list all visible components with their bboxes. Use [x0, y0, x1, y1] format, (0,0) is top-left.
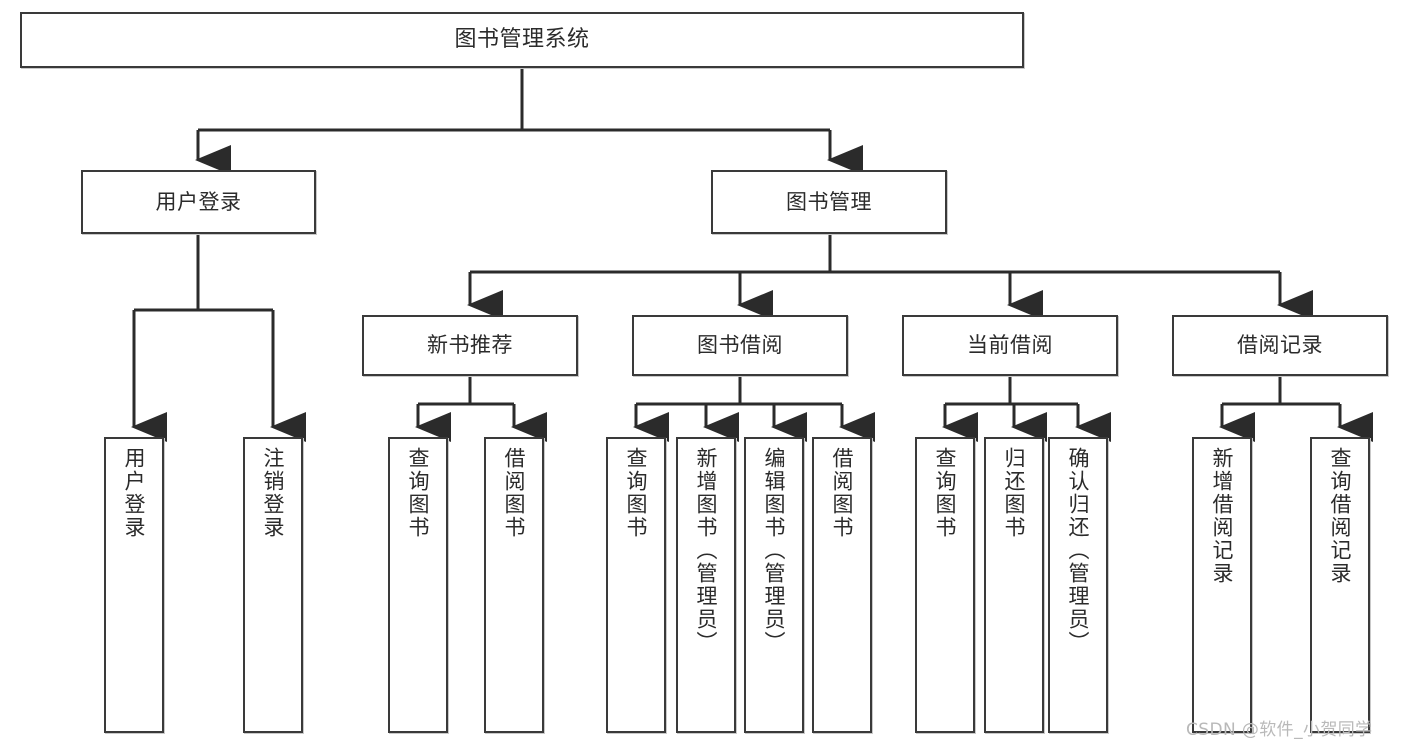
- leaf-bookborrow-edit-book-label: 编辑图书（管理员）: [762, 447, 787, 654]
- leaf-newbook-borrow-book[interactable]: 借阅图书: [484, 437, 544, 733]
- node-current-borrow-label: 当前借阅: [967, 333, 1053, 358]
- leaf-borrowrecord-add-record[interactable]: 新增借阅记录: [1192, 437, 1252, 733]
- leaf-bookborrow-query-book[interactable]: 查询图书: [606, 437, 666, 733]
- node-new-book-recommend-label: 新书推荐: [427, 333, 513, 358]
- leaf-newbook-query-book-label: 查询图书: [406, 447, 431, 539]
- node-current-borrow[interactable]: 当前借阅: [902, 315, 1118, 376]
- leaf-borrowrecord-query-record-label: 查询借阅记录: [1328, 447, 1353, 585]
- leaf-bookborrow-borrow-book-label: 借阅图书: [830, 447, 855, 539]
- node-new-book-recommend[interactable]: 新书推荐: [362, 315, 578, 376]
- leaf-bookborrow-query-book-label: 查询图书: [624, 447, 649, 539]
- leaf-logout-label: 注销登录: [261, 447, 286, 539]
- leaf-bookborrow-borrow-book[interactable]: 借阅图书: [812, 437, 872, 733]
- node-book-borrow[interactable]: 图书借阅: [632, 315, 848, 376]
- leaf-currentborrow-return-book[interactable]: 归还图书: [984, 437, 1044, 733]
- leaf-bookborrow-edit-book[interactable]: 编辑图书（管理员）: [744, 437, 804, 733]
- node-root[interactable]: 图书管理系统: [20, 12, 1024, 68]
- leaf-currentborrow-query-book[interactable]: 查询图书: [915, 437, 975, 733]
- leaf-newbook-borrow-book-label: 借阅图书: [502, 447, 527, 539]
- watermark: CSDN @软件_小贺同学: [1186, 720, 1373, 740]
- leaf-user-login-label: 用户登录: [122, 447, 147, 539]
- leaf-bookborrow-add-book[interactable]: 新增图书（管理员）: [676, 437, 736, 733]
- node-book-management-label: 图书管理: [786, 189, 872, 214]
- node-root-label: 图书管理系统: [454, 27, 590, 53]
- leaf-currentborrow-confirm-return-label: 确认归还（管理员）: [1066, 447, 1091, 654]
- leaf-borrowrecord-query-record[interactable]: 查询借阅记录: [1310, 437, 1370, 733]
- node-book-management[interactable]: 图书管理: [711, 170, 947, 234]
- leaf-newbook-query-book[interactable]: 查询图书: [388, 437, 448, 733]
- leaf-bookborrow-add-book-label: 新增图书（管理员）: [694, 447, 719, 654]
- node-user-login[interactable]: 用户登录: [81, 170, 316, 234]
- leaf-currentborrow-confirm-return[interactable]: 确认归还（管理员）: [1048, 437, 1108, 733]
- node-book-borrow-label: 图书借阅: [697, 333, 783, 358]
- node-borrow-record-label: 借阅记录: [1237, 333, 1323, 358]
- leaf-currentborrow-query-book-label: 查询图书: [933, 447, 958, 539]
- node-borrow-record[interactable]: 借阅记录: [1172, 315, 1388, 376]
- leaf-user-login[interactable]: 用户登录: [104, 437, 164, 733]
- leaf-currentborrow-return-book-label: 归还图书: [1002, 447, 1027, 539]
- leaf-logout[interactable]: 注销登录: [243, 437, 303, 733]
- leaf-borrowrecord-add-record-label: 新增借阅记录: [1210, 447, 1235, 585]
- node-user-login-label: 用户登录: [155, 189, 242, 214]
